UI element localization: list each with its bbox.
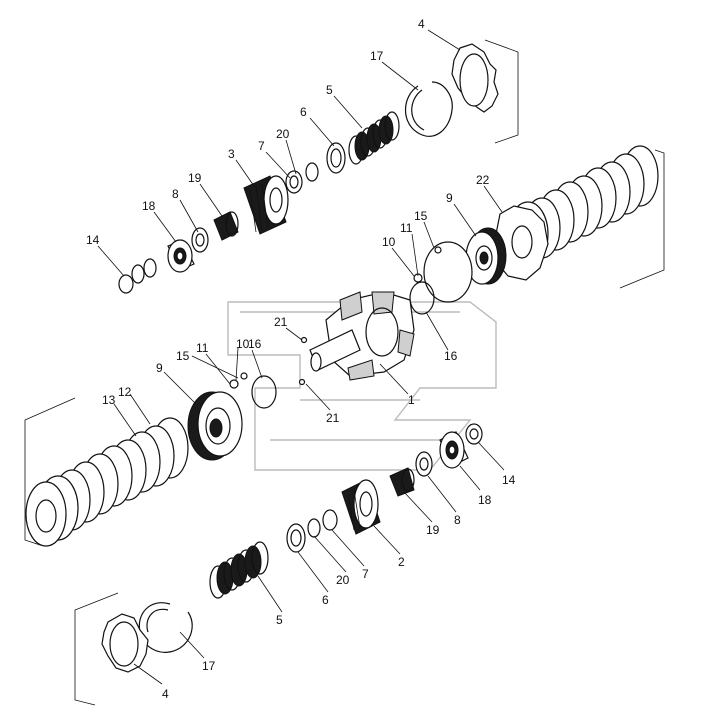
part-9-middle-hub (187, 391, 243, 461)
label-16-top: 16 (444, 349, 458, 363)
label-8-top: 8 (172, 187, 179, 201)
part-19-top-needle-bearing (213, 211, 239, 241)
label-18-top: 18 (142, 199, 156, 213)
label-6-bottom: 6 (322, 593, 329, 607)
label-17-top: 17 (370, 49, 384, 63)
label-1: 1 (408, 393, 415, 407)
label-4-bottom: 4 (162, 687, 169, 701)
label-5-bottom: 5 (276, 613, 283, 627)
part-14-top-rings (118, 258, 157, 294)
part-4-top-toothed-washer (451, 43, 499, 113)
label-10-middle: 10 (236, 337, 250, 351)
bottom-boundary-lines (24, 397, 119, 706)
part-17-top-snap-ring (405, 81, 453, 137)
label-11-middle: 11 (196, 341, 209, 355)
part-17-bottom-snap-ring (138, 602, 193, 653)
part-labels: 4 17 5 6 20 7 3 19 8 18 14 22 9 15 11 10… (86, 17, 516, 701)
part-6-top-washer (326, 142, 346, 174)
part-4-bottom-toothed-washer (101, 613, 149, 673)
label-18-bottom: 18 (478, 493, 492, 507)
leader-lines (97, 29, 505, 685)
label-19-bottom: 19 (426, 523, 440, 537)
label-17-bottom: 17 (202, 659, 216, 673)
label-20-top: 20 (276, 127, 290, 141)
label-10-top: 10 (382, 235, 396, 249)
label-7-top: 7 (258, 139, 265, 153)
part-14-bottom-ring (465, 423, 483, 445)
label-5-top: 5 (326, 83, 333, 97)
part-15-top-plate (423, 241, 473, 303)
label-19-top: 19 (188, 171, 202, 185)
part-18-top-bearing (167, 239, 195, 273)
label-16-middle: 16 (248, 337, 262, 351)
part-7-20-bottom-rings (307, 509, 338, 538)
top-boundary-lines (484, 39, 665, 289)
part-8-top-ring (191, 227, 209, 253)
label-21-top: 21 (274, 315, 288, 329)
label-14-bottom: 14 (502, 473, 516, 487)
label-22: 22 (476, 173, 490, 187)
label-4-top: 4 (418, 17, 425, 31)
part-5-top-spring (348, 111, 400, 165)
part-6-bottom-washer (286, 523, 306, 553)
label-12: 12 (118, 385, 132, 399)
part-8-bottom-ring (415, 451, 433, 477)
label-6-top: 6 (300, 105, 307, 119)
label-3: 3 (228, 147, 235, 161)
part-2-gear (341, 479, 381, 535)
label-21-middle: 21 (326, 411, 340, 425)
label-20-bottom: 20 (336, 573, 350, 587)
part-19-bottom-needle-bearing (389, 467, 415, 497)
label-2: 2 (398, 555, 405, 569)
part-12-13-disc-stack (25, 417, 189, 547)
label-11-top: 11 (400, 221, 413, 235)
label-9-middle: 9 (156, 361, 163, 375)
label-8-bottom: 8 (454, 513, 461, 527)
part-5-bottom-spring (209, 541, 269, 599)
label-13: 13 (102, 393, 116, 407)
part-7-20-top-rings (285, 162, 319, 194)
label-7-bottom: 7 (362, 567, 369, 581)
label-14-top: 14 (86, 233, 100, 247)
label-9-top: 9 (446, 191, 453, 205)
label-15-middle: 15 (176, 349, 190, 363)
part-18-bottom-bearing (439, 431, 469, 469)
part-1-shaft-carrier (309, 291, 415, 381)
label-15-top: 15 (414, 209, 428, 223)
part-15-11-middle (240, 372, 248, 380)
part-3-gear (243, 175, 289, 235)
